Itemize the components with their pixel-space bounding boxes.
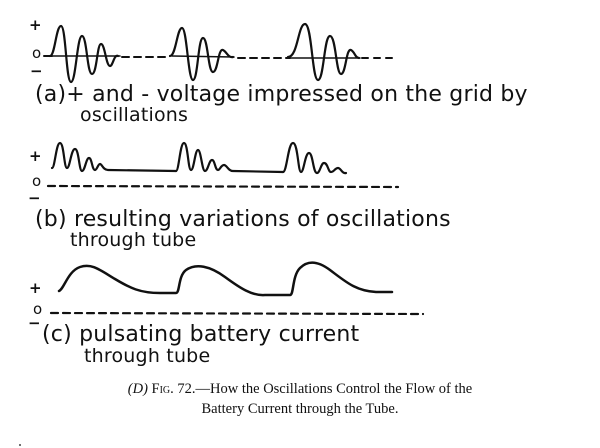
panel-b-zero-mark: o xyxy=(32,172,42,190)
caption-fig-word: Fig. xyxy=(151,381,174,397)
caption-fig-number: 72. xyxy=(177,381,196,397)
panel-b-plus-mark: + xyxy=(29,147,42,165)
panel-c-minus-mark: − xyxy=(28,314,41,332)
panel-a-label-line1: + and - voltage impressed on the grid by xyxy=(66,82,528,107)
panel-b-waveform xyxy=(46,141,400,189)
panel-a-zero-mark: o xyxy=(32,44,42,62)
panel-b-label-line1: resulting variations of oscillations xyxy=(73,207,451,232)
panel-b-label: (b) resulting variations of oscillations xyxy=(35,207,451,232)
panel-c-label-line2: through tube xyxy=(84,345,211,367)
panel-a-label: (a)+ and - voltage impressed on the grid… xyxy=(35,82,528,107)
caption-prefix: (D) xyxy=(127,381,148,397)
panel-b-minus-mark: − xyxy=(28,189,41,207)
figure-caption-line1: (D) Fig. 72.—How the Oscillations Contro… xyxy=(0,381,600,398)
panel-a-waveform xyxy=(43,22,397,84)
caption-line1-text: —How the Oscillations Control the Flow o… xyxy=(195,381,473,397)
panel-a-plus-mark: + xyxy=(29,16,42,34)
panel-a-label-line2: oscillations xyxy=(80,104,189,126)
panel-a-minus-mark: − xyxy=(30,62,43,80)
panel-c-label-prefix: (c) xyxy=(42,322,72,347)
panel-a-label-prefix: (a) xyxy=(35,82,67,107)
panel-c-label: (c) pulsating battery current xyxy=(42,322,359,347)
figure-caption-line2: Battery Current through the Tube. xyxy=(201,401,399,417)
panel-b-label-prefix: (b) xyxy=(35,207,67,232)
panel-c-label-line1: pulsating battery current xyxy=(79,322,360,347)
panel-c-waveform xyxy=(49,261,425,316)
panel-c-zero-mark: o xyxy=(33,300,43,318)
scan-speck xyxy=(19,444,21,446)
panel-c-plus-mark: + xyxy=(29,279,42,297)
panel-b-label-line2: through tube xyxy=(70,229,197,251)
